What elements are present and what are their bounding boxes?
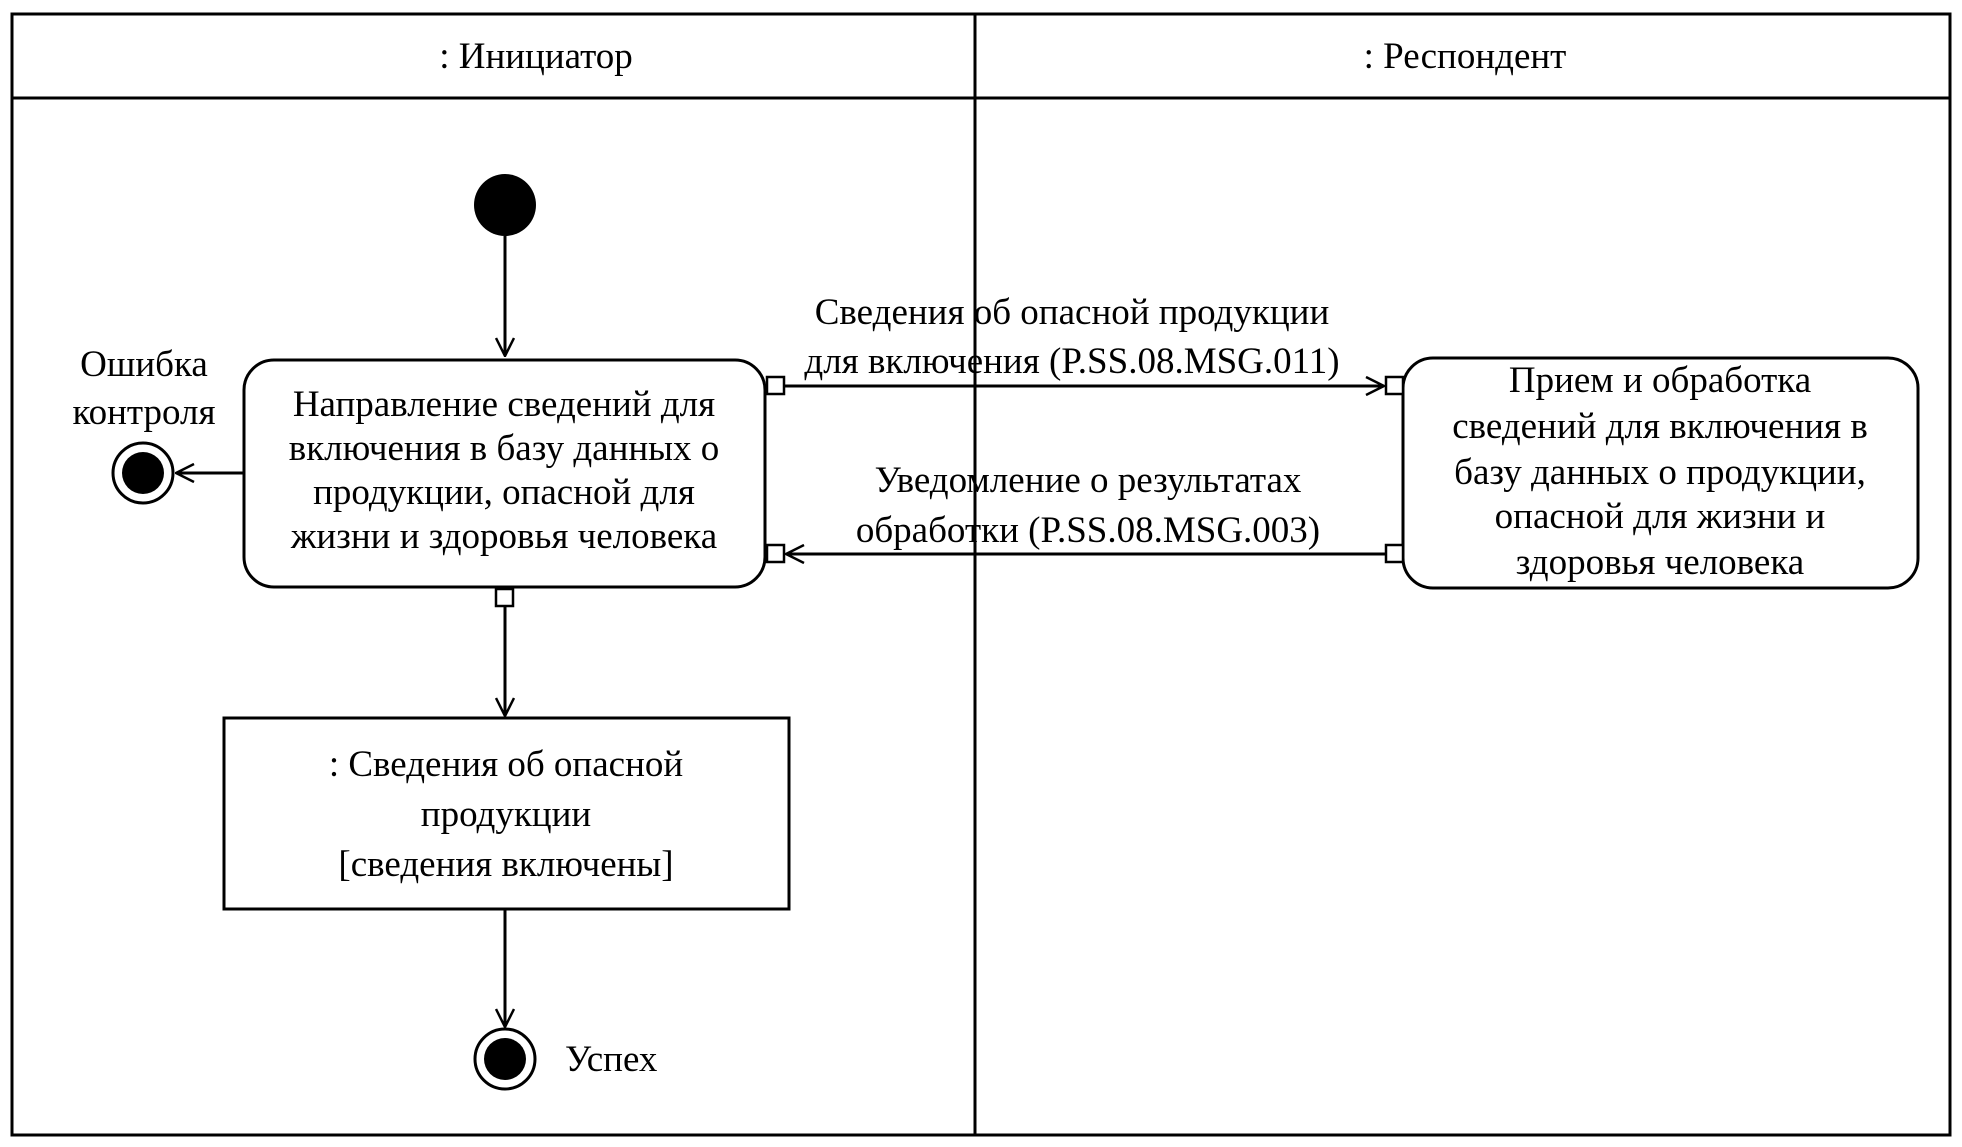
- action-send-line-1: Направление сведений для: [293, 384, 715, 425]
- pin-receive-out: [1384, 543, 1405, 564]
- action-receive-line-5: здоровья человека: [1516, 542, 1804, 583]
- action-receive-data: Прием и обработка сведений для включения…: [1401, 356, 1920, 590]
- flow-request-label-line-2: для включения (P.SS.08.MSG.011): [804, 341, 1339, 382]
- pin-receive-in: [1384, 375, 1405, 396]
- final-success-label: Успех: [565, 1039, 658, 1080]
- action-receive-line-1: Прием и обработка: [1509, 360, 1811, 401]
- final-node-success: [473, 1027, 537, 1091]
- initial-node: [474, 174, 536, 236]
- object-node-hazard-data: : Сведения об опасной продукции [сведени…: [222, 716, 791, 911]
- final-node-error: [111, 441, 175, 505]
- final-node-success-core: [484, 1038, 526, 1080]
- action-send-data: Направление сведений для включения в баз…: [242, 358, 767, 589]
- action-send-line-2: включения в базу данных о: [289, 428, 720, 469]
- final-error-label-line-1: Ошибка: [80, 344, 208, 385]
- final-error-label-line-2: контроля: [72, 392, 215, 433]
- pin-send-out: [765, 375, 786, 396]
- object-node-line-2: продукции: [421, 794, 591, 835]
- action-receive-line-2: сведений для включения в: [1452, 406, 1868, 447]
- pin-send-bottom: [494, 587, 515, 608]
- flow-response-label-line-2: обработки (P.SS.08.MSG.003): [856, 510, 1320, 551]
- action-receive-box: [1401, 356, 1920, 590]
- lane-title-respondent: : Респондент: [1364, 36, 1567, 77]
- action-send-line-3: продукции, опасной для: [313, 472, 695, 513]
- action-receive-line-3: базу данных о продукции,: [1454, 452, 1866, 493]
- flow-response-label-line-1: Уведомление о результатах: [875, 460, 1302, 501]
- lane-title-initiator: : Инициатор: [439, 36, 633, 77]
- object-node-line-3: [сведения включены]: [338, 844, 673, 885]
- action-send-line-4: жизни и здоровья человека: [290, 516, 717, 557]
- action-receive-line-4: опасной для жизни и: [1495, 496, 1826, 537]
- final-node-error-core: [122, 452, 164, 494]
- pin-send-in: [765, 543, 786, 564]
- object-node-line-1: : Сведения об опасной: [329, 744, 683, 785]
- flow-request-label-line-1: Сведения об опасной продукции: [815, 292, 1330, 333]
